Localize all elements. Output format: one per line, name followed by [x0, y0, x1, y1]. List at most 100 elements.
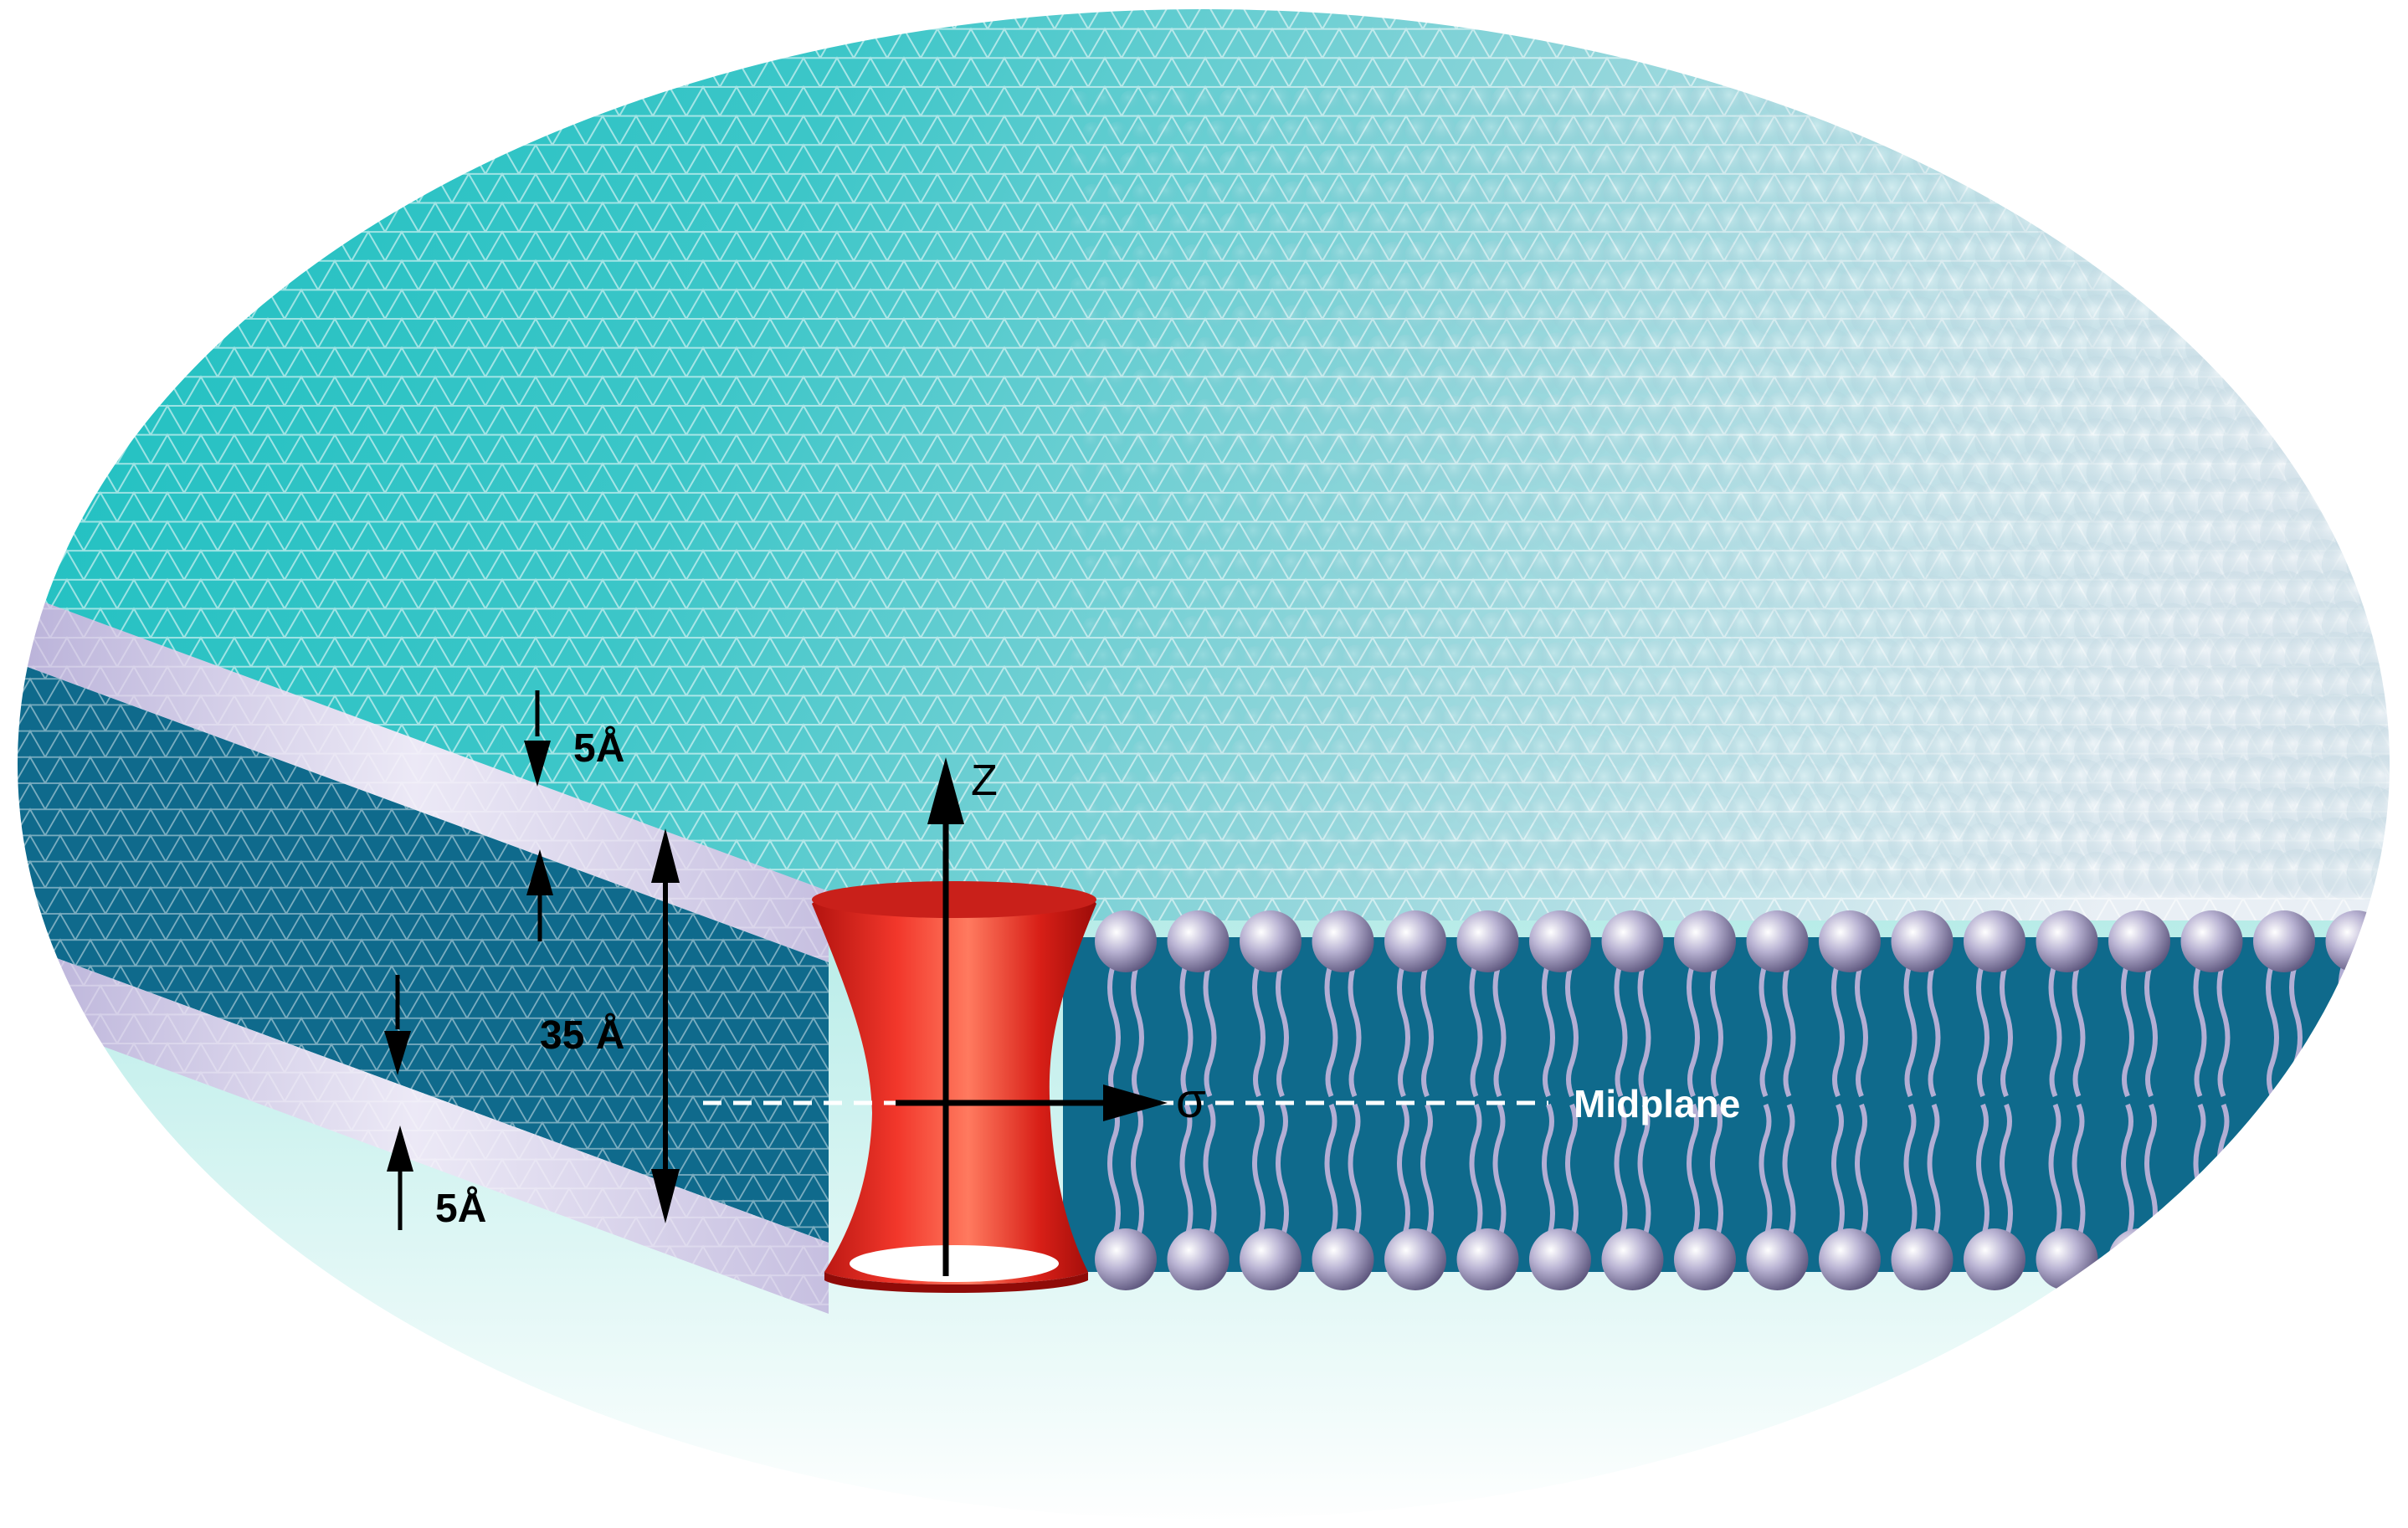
- surface-bump: [1206, 553, 1230, 577]
- surface-bump: [1082, 183, 1102, 203]
- surface-bump: [1404, 489, 1433, 517]
- lipid-head-icon: [1674, 910, 1736, 972]
- lipid-tail: [1903, 961, 1918, 1098]
- surface-bump: [1306, 614, 1331, 639]
- surface-bump: [1343, 706, 1369, 733]
- surface-bump: [2036, 140, 2082, 185]
- surface-bump: [1541, 456, 1573, 488]
- surface-bump: [1379, 365, 1408, 393]
- surface-bump: [2160, 138, 2209, 187]
- surface-bump: [1281, 614, 1306, 639]
- midplane-label: Midplane: [1574, 1082, 1740, 1125]
- surface-bump: [1330, 551, 1357, 578]
- surface-bump: [1206, 615, 1230, 638]
- surface-bump: [1528, 797, 1560, 828]
- surface-bump: [1578, 177, 1611, 210]
- surface-bump: [2272, 167, 2323, 219]
- surface-bump: [1565, 84, 1599, 117]
- surface-bump: [1404, 117, 1433, 146]
- surface-bump: [2061, 140, 2107, 185]
- surface-bump: [1689, 82, 1726, 119]
- surface-bump: [1317, 582, 1344, 609]
- surface-bump: [1082, 617, 1102, 637]
- dimension-arrows: [384, 690, 680, 1230]
- surface-bump: [1355, 428, 1382, 454]
- lipid-head-icon: [2253, 1228, 2315, 1290]
- surface-bump: [1677, 671, 1712, 706]
- surface-bump: [1231, 739, 1255, 762]
- surface-bump: [1182, 430, 1204, 452]
- surface-bump: [1306, 243, 1331, 268]
- surface-bump: [1355, 613, 1382, 640]
- lipid-tail: [2048, 1103, 2062, 1239]
- surface-bump: [1392, 334, 1420, 362]
- surface-bump: [1417, 829, 1445, 858]
- surface-bump: [1194, 89, 1217, 112]
- surface-bump: [1404, 179, 1433, 208]
- surface-bump: [1615, 765, 1649, 798]
- surface-bump: [1293, 397, 1318, 423]
- surface-bump: [1355, 180, 1382, 207]
- surface-bump: [1194, 151, 1217, 174]
- surface-bump: [1107, 245, 1127, 265]
- surface-bump: [1441, 147, 1471, 177]
- surface-bump: [1281, 676, 1306, 701]
- lipid-tail: [1397, 961, 1410, 1098]
- surface-bump: [2185, 138, 2234, 187]
- surface-bump: [1714, 268, 1751, 305]
- surface-bump: [1689, 454, 1726, 490]
- surface-bump: [1355, 242, 1382, 269]
- lipid-head-icon: [1456, 910, 1519, 972]
- surface-bump: [1492, 581, 1522, 611]
- surface-bump: [1293, 88, 1318, 113]
- surface-bump: [1430, 736, 1458, 765]
- surface-bump: [1268, 583, 1293, 608]
- surface-bump: [1317, 149, 1344, 176]
- surface-bump: [1665, 392, 1700, 428]
- surface-bump: [1454, 550, 1484, 580]
- surface-bump: [1640, 269, 1675, 304]
- surface-bump: [1603, 177, 1636, 210]
- surface-bump: [1144, 90, 1166, 111]
- surface-bump: [1466, 209, 1497, 239]
- surface-bump: [2235, 323, 2285, 373]
- surface-bump: [1132, 244, 1153, 266]
- surface-bump: [1330, 304, 1357, 331]
- surface-bump: [1095, 833, 1115, 854]
- surface-bump: [1281, 119, 1306, 144]
- surface-bump: [1578, 610, 1611, 644]
- lipid-tail: [1203, 1103, 1217, 1239]
- surface-bump: [1615, 641, 1649, 674]
- lipid-tail: [1252, 961, 1266, 1098]
- surface-bump: [2111, 201, 2158, 248]
- surface-bump: [1492, 85, 1522, 115]
- surface-bump: [1182, 120, 1204, 142]
- surface-bump: [1640, 207, 1675, 242]
- surface-bump: [1590, 827, 1624, 860]
- surface-bump: [1379, 551, 1408, 579]
- surface-bump: [1640, 826, 1675, 861]
- surface-bump: [1107, 493, 1127, 513]
- surface-bump: [1441, 581, 1471, 611]
- surface-bump: [2235, 137, 2285, 187]
- surface-bump: [2371, 228, 2392, 282]
- surface-bump: [1528, 859, 1560, 890]
- surface-bump: [1182, 244, 1204, 266]
- surface-bump: [1528, 487, 1560, 519]
- surface-bump: [2259, 136, 2311, 188]
- surface-bump: [1466, 519, 1497, 549]
- lipid-head-icon: [1601, 1228, 1664, 1290]
- surface-bump: [1541, 518, 1573, 550]
- surface-bump: [1615, 579, 1649, 613]
- surface-bump: [1255, 614, 1281, 639]
- surface-bump: [1368, 397, 1394, 423]
- surface-bump: [2321, 228, 2375, 282]
- surface-bump: [1095, 90, 1115, 110]
- surface-bump: [1454, 426, 1484, 456]
- surface-bump: [1255, 552, 1281, 577]
- lipid-tail: [1348, 961, 1362, 1098]
- surface-bump: [2061, 202, 2107, 247]
- lipid-tail: [2361, 1103, 2375, 1239]
- surface-bump: [1132, 492, 1153, 514]
